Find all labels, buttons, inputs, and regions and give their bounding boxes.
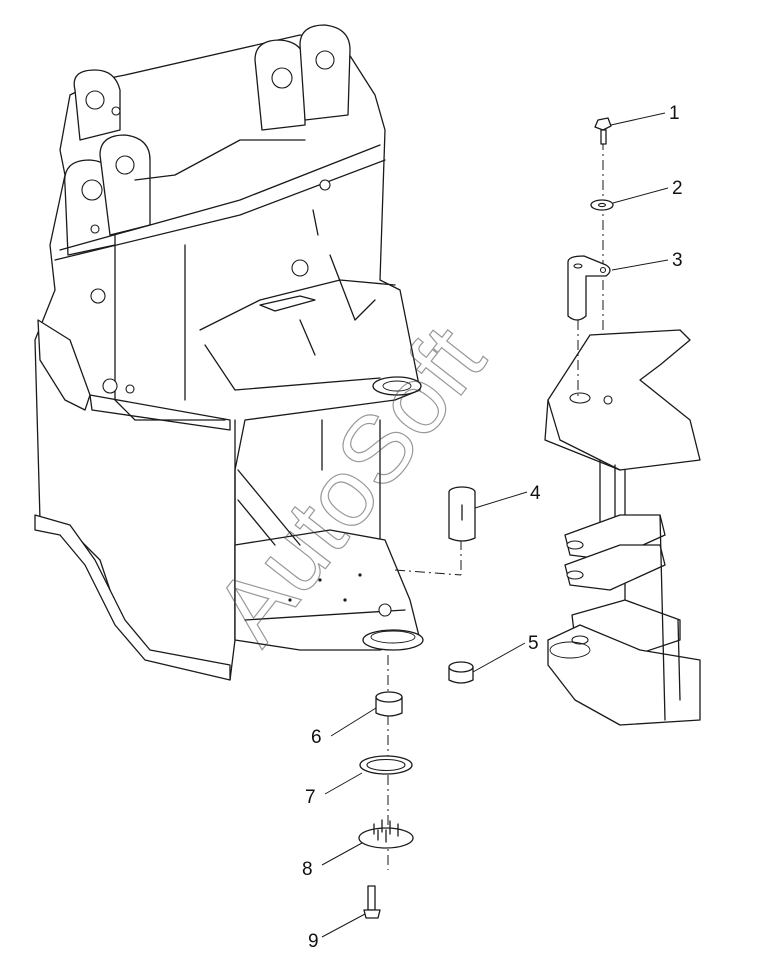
callout-5: 5 xyxy=(528,633,539,654)
leader-lines xyxy=(321,112,669,938)
callout-9: 9 xyxy=(308,931,319,952)
callout-8: 8 xyxy=(302,859,313,880)
part-5-bushing xyxy=(448,661,474,684)
part-2-washer xyxy=(590,199,614,211)
callout-6: 6 xyxy=(311,727,322,748)
part-9-bolt xyxy=(363,885,381,919)
callout-3: 3 xyxy=(672,250,683,271)
assembly-axes xyxy=(387,140,604,870)
callout-2: 2 xyxy=(672,178,683,199)
callout-labels: 1 2 3 4 5 6 7 8 9 xyxy=(302,103,683,952)
part-3-pin xyxy=(567,255,611,321)
callout-4: 4 xyxy=(530,483,541,504)
part-7-ring xyxy=(359,755,413,775)
main-frame xyxy=(34,24,424,681)
callout-1: 1 xyxy=(669,103,680,124)
part-4-pin xyxy=(448,486,476,542)
callout-7: 7 xyxy=(305,787,316,808)
swing-bracket-assembly xyxy=(544,329,701,726)
part-1-bolt xyxy=(594,117,612,145)
part-8-plate xyxy=(358,819,414,849)
part-6-bushing xyxy=(375,691,403,717)
